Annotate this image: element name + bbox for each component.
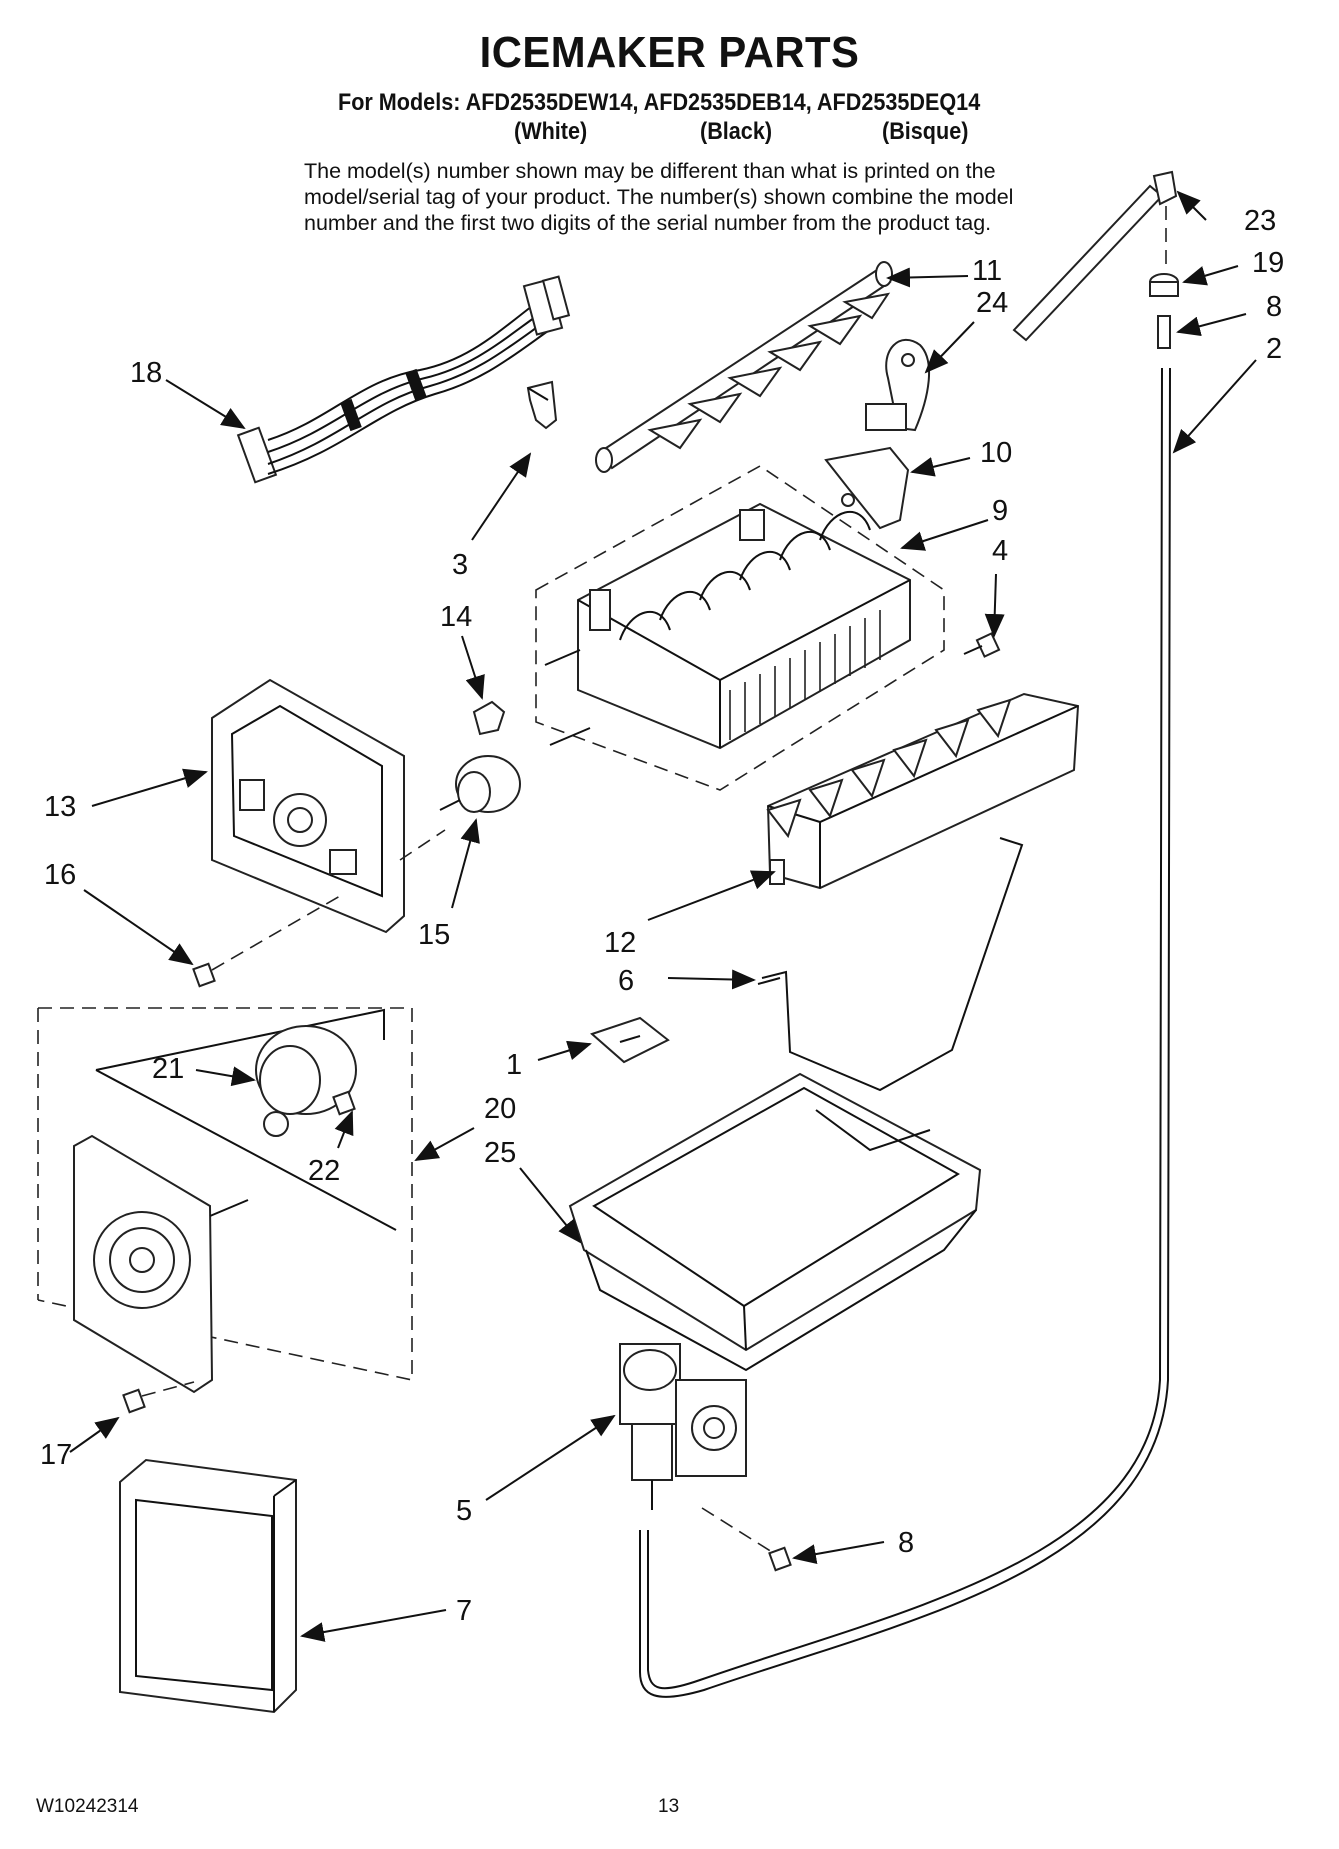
part-21-motor: [255, 1025, 357, 1137]
part-4-screw: [963, 632, 1001, 658]
part-8-screw-lower: [701, 1507, 792, 1572]
models-line: For Models: AFD2535DEW14, AFD2535DEB14, …: [338, 89, 981, 116]
part-17-screw: [122, 1381, 195, 1414]
part-18-wire-harness: [236, 275, 571, 484]
callout-18: 18: [130, 357, 162, 389]
part-15-thermostat: [439, 755, 521, 813]
callout-24: 24: [976, 287, 1008, 319]
callout-16: 16: [44, 859, 76, 891]
callout-22: 22: [308, 1155, 340, 1187]
variant-bisque: (Bisque): [882, 118, 969, 145]
callout-12: 12: [604, 927, 636, 959]
callout-21: 21: [152, 1053, 184, 1085]
callout-5: 5: [456, 1495, 472, 1527]
part-19-clamp: [1149, 273, 1179, 297]
callout-15: 15: [418, 919, 450, 951]
callout-8-lower: 8: [898, 1527, 914, 1559]
part-23-fill-tube: [1012, 170, 1178, 342]
support-plate-gear: [73, 1134, 249, 1394]
part-20-motor-assembly: [37, 1007, 413, 1381]
note-line-2: model/serial tag of your product. The nu…: [304, 185, 1014, 209]
callout-numbers: 18 3 11 24 10 9 4 23 19 8 2 14 15 13 16 …: [40, 205, 1284, 1627]
callout-7: 7: [456, 1595, 472, 1627]
note-line-1: The model(s) number shown may be differe…: [304, 159, 996, 183]
page-title: ICEMAKER PARTS: [479, 28, 860, 77]
part-22-screw: [332, 1090, 356, 1116]
part-10-cover: [824, 446, 910, 530]
part-24-shutoff-arm: [865, 338, 931, 432]
callout-10: 10: [980, 437, 1012, 469]
callout-19: 19: [1252, 247, 1284, 279]
part-13-control-housing: [211, 678, 446, 934]
callout-25: 25: [484, 1137, 516, 1169]
part-8-insert-upper: [1157, 315, 1171, 349]
part-25-ice-bin: [568, 1072, 982, 1372]
callout-2: 2: [1266, 333, 1282, 365]
part-9-mold-assembly: [535, 465, 945, 791]
callout-20: 20: [484, 1093, 516, 1125]
model-number-note: The model(s) number shown may be differe…: [304, 158, 1124, 236]
part-6-wire-arm: [757, 837, 1024, 1092]
part-12-ice-stripper: [766, 692, 1080, 890]
part-14-clip: [472, 700, 506, 736]
callout-17: 17: [40, 1439, 72, 1471]
variant-black: (Black): [700, 118, 773, 145]
note-line-3: number and the first two digits of the s…: [304, 211, 992, 235]
callout-4: 4: [992, 535, 1008, 567]
part-5-water-valve: [619, 1343, 747, 1510]
part-2-water-tube: [639, 367, 1171, 1698]
callout-9: 9: [992, 495, 1008, 527]
part-16-screw: [192, 895, 341, 988]
callout-6: 6: [618, 965, 634, 997]
leader-lines: [69, 190, 1257, 1642]
part-11-ejector: [595, 261, 893, 473]
part-7-foam-block: [119, 1458, 297, 1714]
callout-11: 11: [972, 255, 1002, 287]
variant-white: (White): [514, 118, 588, 145]
document-number: W10242314: [36, 1796, 139, 1817]
callout-13: 13: [44, 791, 76, 823]
callout-3: 3: [452, 549, 468, 581]
part-1-bracket: [590, 1016, 670, 1064]
callout-14: 14: [440, 601, 472, 633]
part-3-clip: [526, 380, 558, 430]
callout-8-upper: 8: [1266, 291, 1282, 323]
callout-1: 1: [506, 1049, 522, 1081]
callout-23: 23: [1244, 205, 1276, 237]
page-number: 13: [658, 1796, 680, 1817]
